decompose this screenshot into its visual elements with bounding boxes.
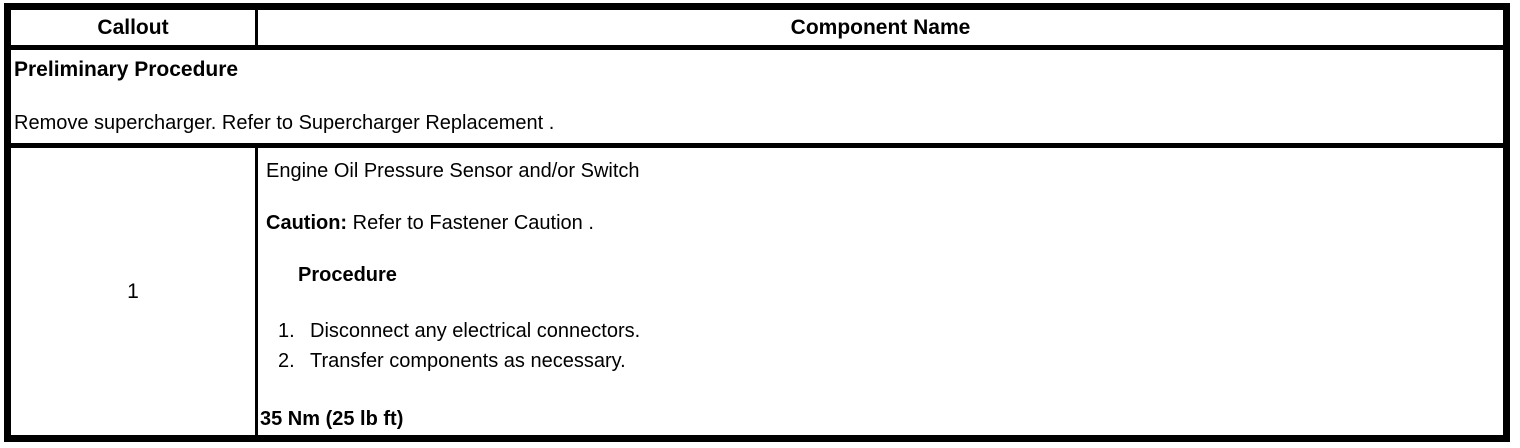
component-name-header-cell: Component Name — [258, 10, 1503, 45]
preliminary-text-before: Remove supercharger. Refer to — [14, 112, 299, 134]
torque-spec: 35 Nm (25 lb ft) — [260, 408, 404, 430]
step-text: Transfer components as necessary. — [310, 350, 626, 372]
callout-header-cell: Callout — [11, 10, 258, 45]
step-number: 2. — [278, 350, 295, 372]
callout-header-label: Callout — [97, 15, 169, 39]
component-name-text: Engine Oil Pressure Sensor and/or Switch — [266, 160, 640, 182]
fastener-caution-link[interactable]: Fastener Caution — [429, 212, 583, 234]
component-name-header-label: Component Name — [790, 15, 971, 39]
parts-callout-table: Callout Component Name Preliminary Proce… — [4, 3, 1510, 442]
caution-text-after: . — [582, 212, 594, 234]
preliminary-text-after: . — [543, 112, 555, 134]
component-cell: Engine Oil Pressure Sensor and/or Switch… — [258, 148, 1503, 435]
table-row: 1 Engine Oil Pressure Sensor and/or Swit… — [11, 148, 1503, 435]
preliminary-procedure-title: Preliminary Procedure — [14, 58, 239, 81]
caution-paragraph: Caution: Refer to Fastener Caution . — [266, 210, 1493, 236]
steps-list: 1. Disconnect any electrical connectors.… — [266, 316, 1493, 376]
procedure-heading: Procedure — [298, 264, 397, 286]
preliminary-procedure-row: Preliminary Procedure Remove supercharge… — [11, 50, 1503, 148]
step-text: Disconnect any electrical connectors. — [310, 320, 641, 342]
step-item: 1. Disconnect any electrical connectors. — [278, 316, 1493, 346]
table-header-row: Callout Component Name — [11, 10, 1503, 50]
preliminary-procedure-text: Remove supercharger. Refer to Supercharg… — [14, 110, 1493, 136]
step-item: 2. Transfer components as necessary. — [278, 346, 1493, 376]
caution-label: Caution: — [266, 212, 348, 234]
step-number: 1. — [278, 320, 295, 342]
callout-number: 1 — [127, 279, 139, 303]
supercharger-replacement-link[interactable]: Supercharger Replacement — [298, 112, 544, 134]
callout-cell: 1 — [11, 148, 258, 435]
caution-text-before: Refer to — [347, 212, 430, 234]
